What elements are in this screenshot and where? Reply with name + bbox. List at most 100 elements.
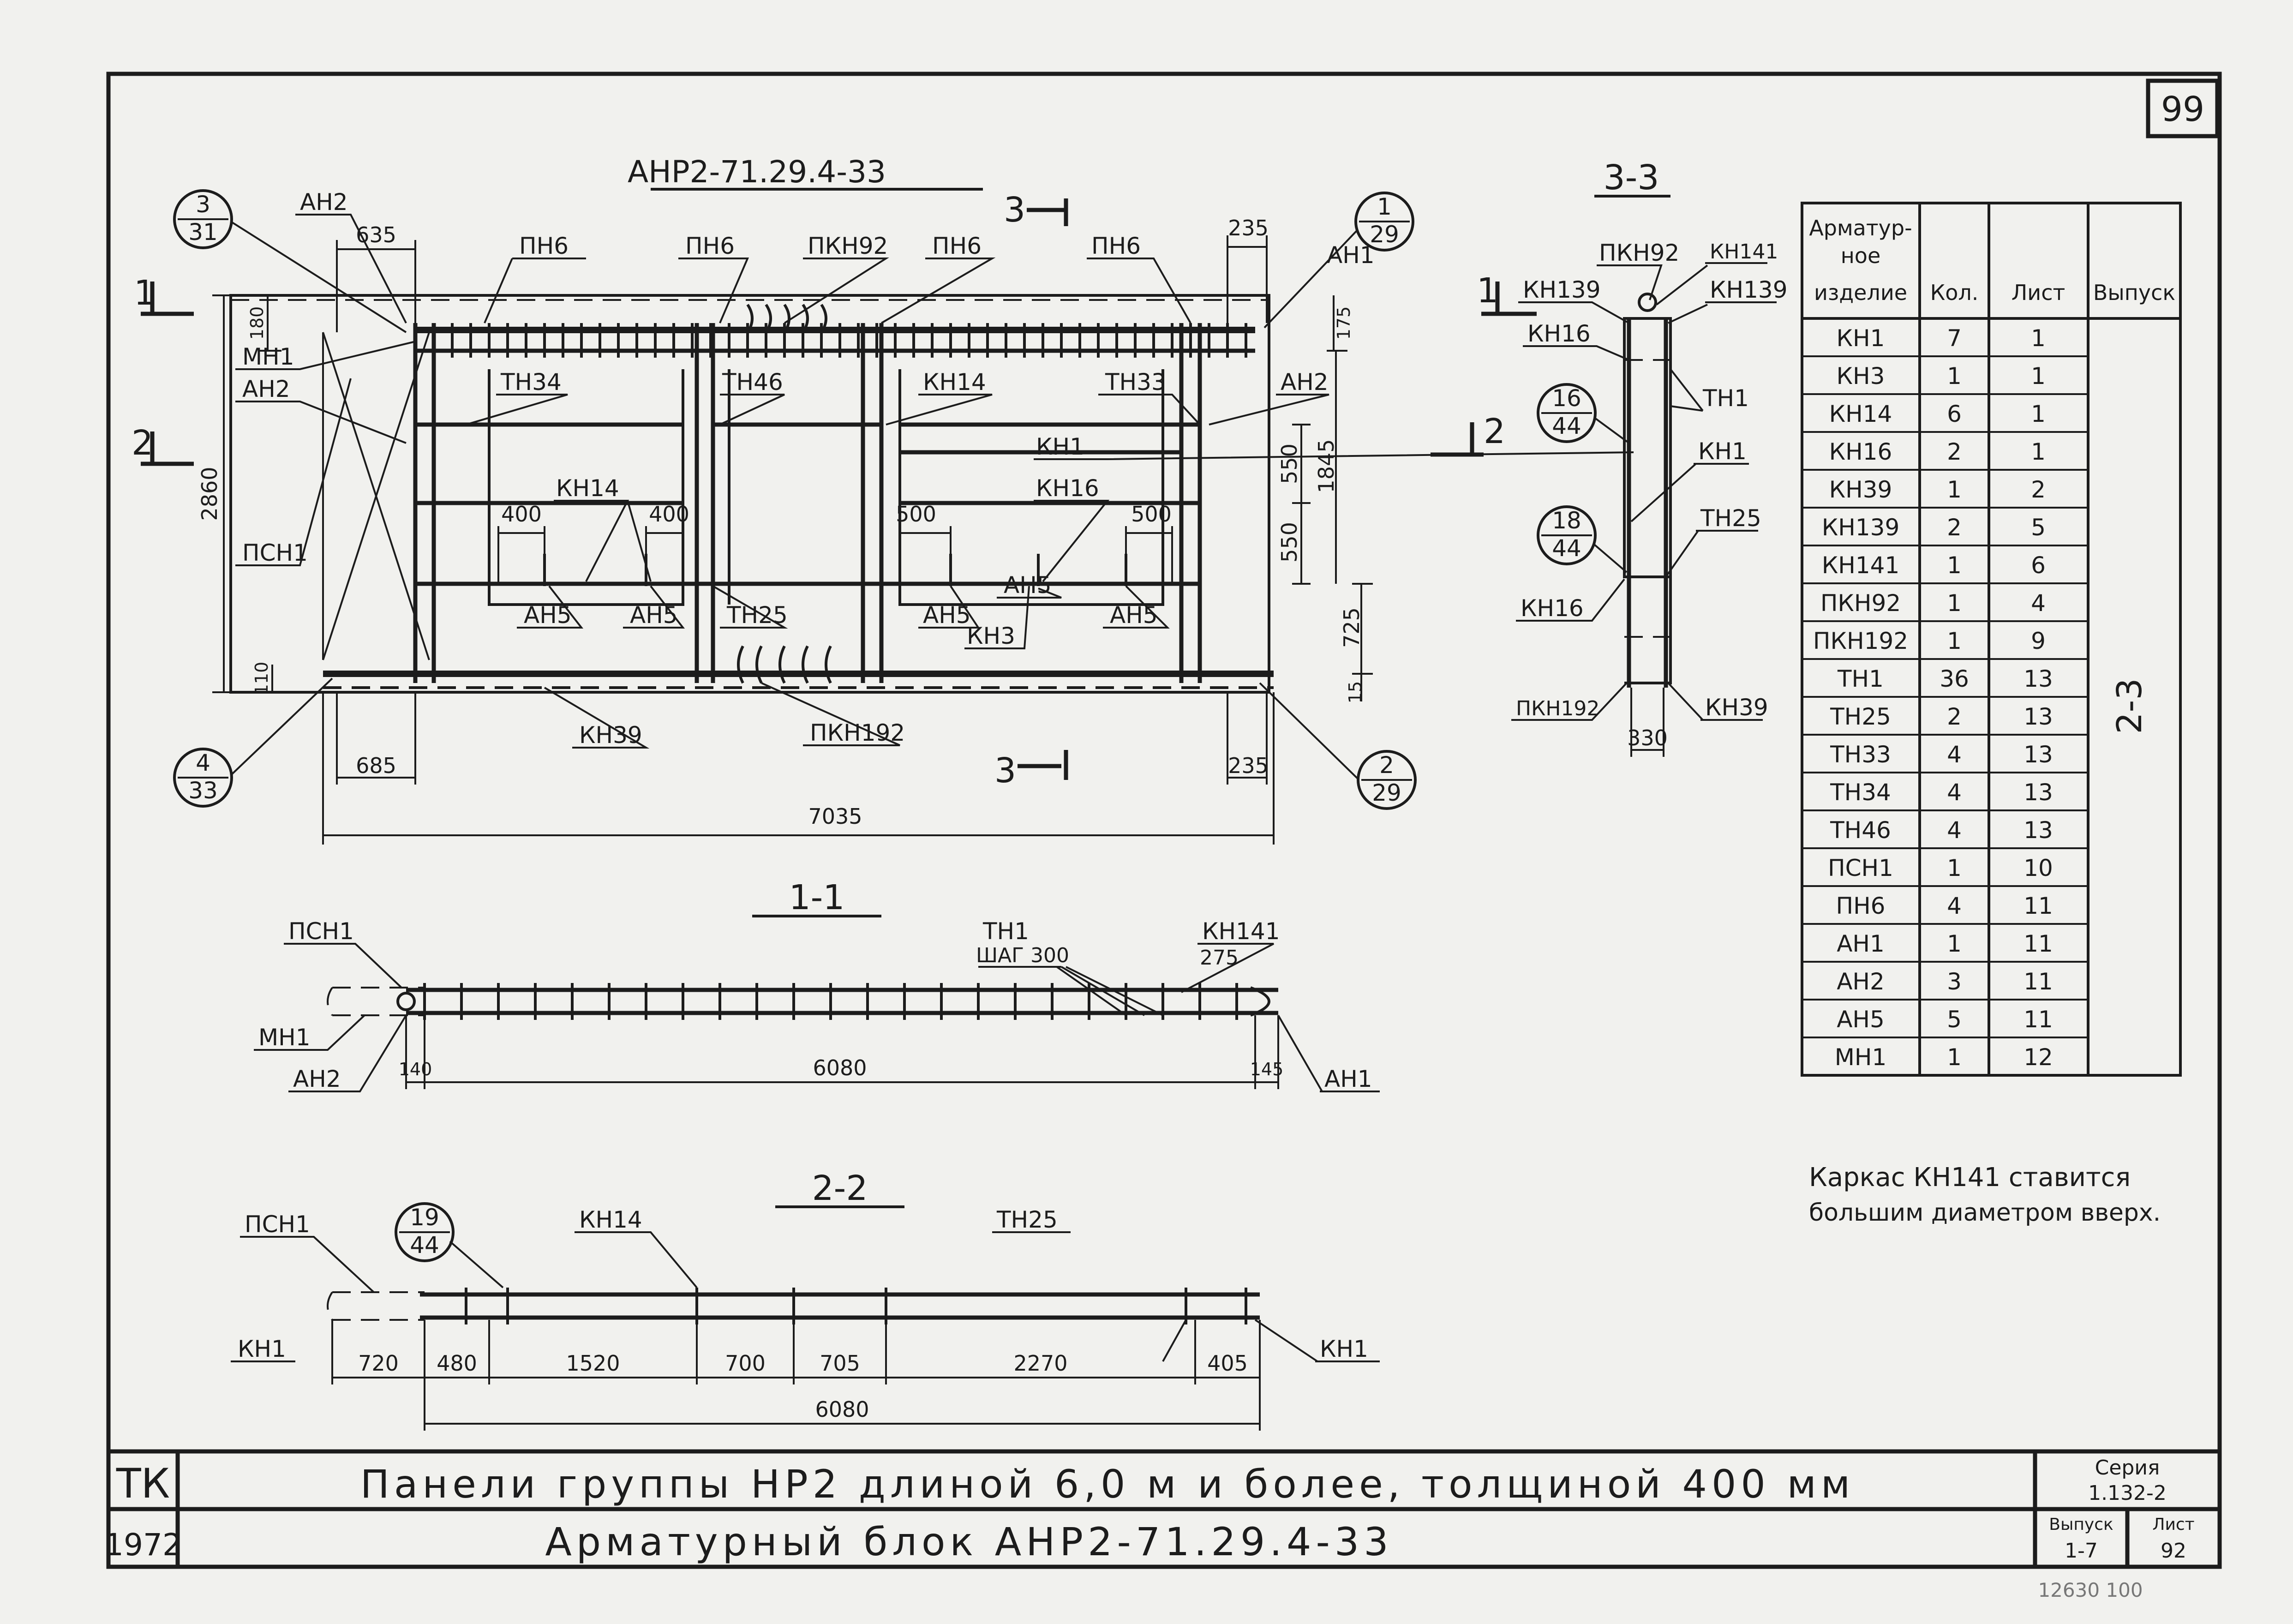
table-cell: 4 [1947,817,1962,844]
svg-text:29: 29 [1370,221,1399,248]
svg-text:ПН6: ПН6 [932,233,982,259]
svg-text:изделие: изделие [1814,280,1907,305]
table-cell: ТН33 [1830,741,1891,768]
svg-text:Каркас КН141 ставится: Каркас КН141 ставится [1809,1163,2131,1193]
svg-text:180: 180 [247,306,267,340]
plan-labels: АН2 ПН6 ПН6 ПКН92 ПН6 ПН6 АН1 МН1 АН2 ПС… [235,189,1634,749]
table-cell: ПН6 [1836,893,1885,919]
table-cell: ПКН192 [1813,628,1908,654]
svg-text:1: 1 [1377,193,1392,220]
issue-label: Выпуск [2049,1515,2113,1534]
svg-text:500: 500 [896,502,936,527]
svg-text:АН5: АН5 [1004,572,1052,599]
svg-text:КН139: КН139 [1710,276,1788,303]
svg-text:КН39: КН39 [1705,694,1768,721]
table-cell: 13 [2024,665,2053,692]
svg-text:7035: 7035 [808,804,862,829]
table-cell: 12 [2024,1044,2053,1071]
table-cell: ПСН1 [1828,855,1893,881]
svg-text:ПСН1: ПСН1 [288,918,354,945]
block-code-title: АНР2-71.29.4-33 [628,154,886,190]
table-cell: 6 [1947,401,1962,427]
svg-text:АН1: АН1 [1324,1066,1372,1092]
table-cell: КН141 [1822,552,1900,579]
svg-text:3: 3 [994,751,1016,791]
svg-text:330: 330 [1627,725,1668,750]
svg-text:ТН25: ТН25 [996,1206,1058,1233]
svg-text:АН5: АН5 [630,602,678,629]
table-cell: АН2 [1837,968,1885,995]
table-cell: 3 [1947,968,1962,995]
svg-text:480: 480 [437,1351,477,1376]
callout-19-44: 19 44 [395,1202,504,1288]
plan-view: АНР2-71.29.4-33 [132,154,1634,845]
section-mark-1: 1 [134,273,194,316]
table-cell: 4 [1947,779,1962,806]
table-cell: 11 [2024,893,2053,919]
svg-text:400: 400 [649,502,689,527]
svg-text:КН139: КН139 [1523,276,1601,303]
svg-text:635: 635 [356,222,396,247]
svg-text:2: 2 [1379,752,1394,779]
svg-text:КН1: КН1 [238,1336,286,1362]
svg-text:1: 1 [1477,271,1498,311]
svg-text:175: 175 [1334,306,1354,340]
svg-text:700: 700 [725,1351,766,1376]
table-cell: КН14 [1829,401,1892,427]
svg-text:19: 19 [410,1204,439,1231]
svg-text:18: 18 [1552,507,1581,534]
table-cell: 2 [1947,703,1962,730]
svg-text:2: 2 [132,423,153,463]
table-cell: 1 [1947,590,1962,617]
svg-text:ТН1: ТН1 [982,918,1029,945]
table-header-item: Арматур- [1809,216,1912,240]
svg-text:1520: 1520 [566,1351,620,1376]
section-mark-3-bottom: 3 [994,750,1068,791]
svg-text:1845: 1845 [1314,439,1339,493]
svg-text:ПН6: ПН6 [519,233,569,259]
svg-text:33: 33 [188,777,218,804]
svg-text:КН16: КН16 [1036,475,1099,502]
table-cell: 7 [1947,325,1962,352]
svg-text:ПН6: ПН6 [685,233,735,259]
svg-text:44: 44 [410,1232,439,1258]
svg-text:235: 235 [1228,753,1269,778]
svg-text:ТН1: ТН1 [1702,385,1749,412]
series-value: 1.132-2 [2088,1481,2167,1505]
table-cell: КН3 [1837,363,1885,390]
svg-text:АН2: АН2 [300,189,348,216]
table-cell: 13 [2024,779,2053,806]
svg-text:685: 685 [356,753,396,778]
section-2-2-labels: ПСН1 КН14 ТН25 КН1 КН1 [231,1206,1380,1362]
table-cell: 13 [2024,817,2053,844]
svg-text:705: 705 [820,1351,860,1376]
table-cell: 1 [1947,476,1962,503]
table-cell: 36 [1940,665,1969,692]
table-cell: 1 [2031,401,2046,427]
archive-stamp: 12630 100 [2038,1579,2143,1601]
svg-text:ное: ное [1841,243,1881,268]
section-mark-3-top: 3 [1004,190,1068,230]
section-2-2: 2-2 ПСН1 КН14 ТН25 КН1 КН1 19 44 720 480… [231,1169,1380,1431]
note: Каркас КН141 ставится большим диаметром … [1809,1163,2161,1227]
svg-text:400: 400 [501,502,542,527]
table-cell: 11 [2024,1006,2053,1033]
table-header-sheet: Лист [2012,280,2065,305]
svg-text:КН141: КН141 [1710,240,1778,264]
section-3-3-labels: ПКН92 КН141 КН139 КН139 КН16 ТН1 КН1 ТН2… [1511,240,1788,757]
svg-text:ПКН192: ПКН192 [1516,697,1599,720]
section-3-3: 3-3 1 2 ПКН92 КН141 КН139 КН139 КН16 ТН1… [1431,158,1788,757]
svg-text:44: 44 [1552,535,1581,562]
title-org: ТК [116,1460,170,1507]
section-2-2-dims: 720 480 1520 700 705 2270 405 6080 [331,1320,1261,1431]
table-cell: 2 [2031,476,2046,503]
series-label: Серия [2095,1456,2160,1480]
svg-text:31: 31 [188,219,218,246]
svg-text:ТН34: ТН34 [500,369,562,396]
svg-text:110: 110 [251,662,272,695]
table-cell: КН139 [1822,514,1900,541]
section-mark-2: 2 [132,423,194,466]
spec-table: Арматур- ное изделие Кол. Лист Выпуск 2-… [1801,202,2182,1077]
table-issue-value: 2-3 [2110,678,2149,734]
section-mark-2-right: 2 [1431,412,1505,457]
